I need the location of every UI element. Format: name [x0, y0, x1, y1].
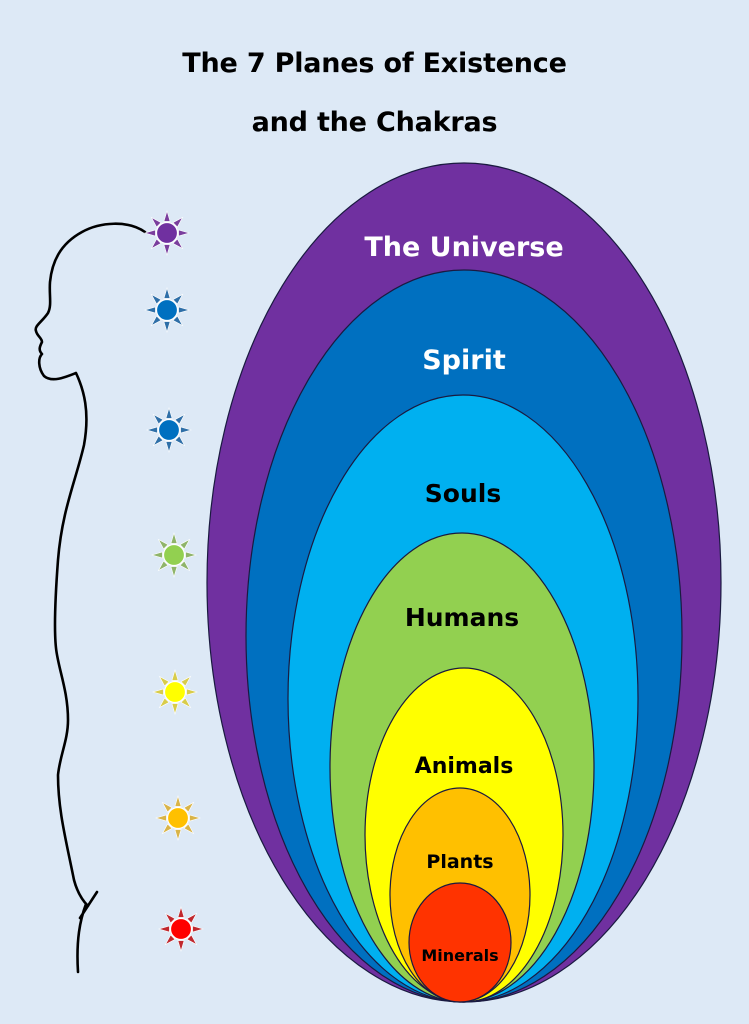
plane-label-plants: Plants	[426, 851, 493, 873]
title-line-2: and the Chakras	[251, 107, 498, 138]
chakra-heart-icon	[150, 531, 198, 579]
plane-label-spirit: Spirit	[422, 345, 506, 376]
chakra-throat-icon	[145, 406, 193, 454]
chakra-crown-icon	[143, 209, 191, 257]
title-line-1: The 7 Planes of Existence	[182, 48, 567, 79]
plane-label-minerals: Minerals	[421, 946, 498, 965]
plane-label-humans: Humans	[405, 603, 519, 632]
human-silhouette-icon	[34, 222, 147, 974]
chakra-solar-plexus-icon	[151, 668, 199, 716]
plane-minerals	[408, 882, 512, 1003]
chakra-sacral-icon	[154, 794, 202, 842]
chakra-third-eye-icon	[143, 286, 191, 334]
chakra-root-icon	[157, 905, 205, 953]
plane-label-the-universe: The Universe	[364, 232, 563, 263]
plane-label-animals: Animals	[415, 754, 514, 779]
plane-label-souls: Souls	[425, 479, 501, 508]
